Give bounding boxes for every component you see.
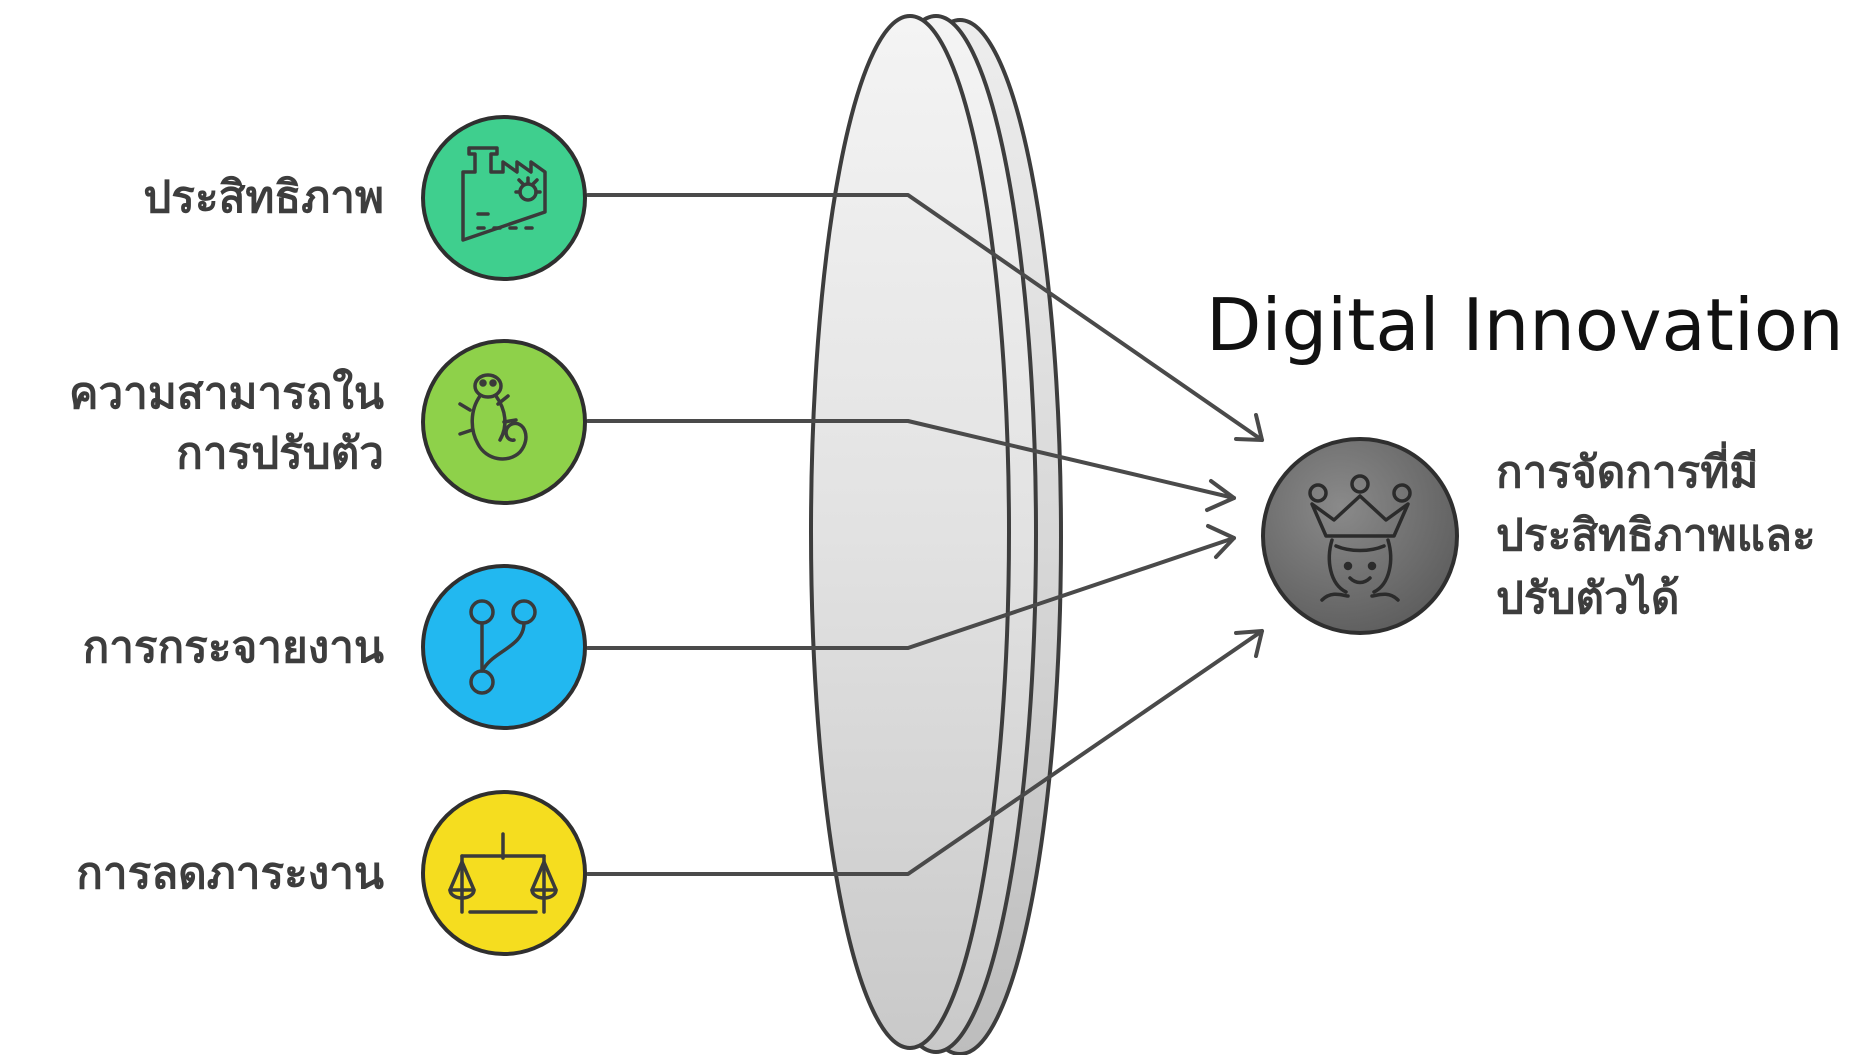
output-label: ปรับตัวได้ — [1496, 572, 1679, 624]
input-node-adaptability: ความสามารถใน การปรับตัว — [69, 339, 587, 505]
input-label: ประสิทธิภาพ — [143, 172, 384, 223]
output-label: ประสิทธิภาพและ — [1496, 510, 1816, 561]
input-circle — [421, 115, 587, 281]
diagram-title: Digital Innovation — [1206, 283, 1844, 367]
input-node-distribution: การกระจายงาน — [83, 564, 587, 730]
connectors — [586, 193, 1264, 876]
scale-icon — [448, 832, 558, 914]
output-label: การจัดการที่มี — [1496, 441, 1758, 498]
input-label: การกระจายงาน — [83, 622, 384, 673]
input-node-workload-reduction: การลดภาระงาน — [76, 790, 587, 956]
input-circle — [421, 790, 587, 956]
salamander-icon — [458, 373, 528, 461]
input-label: การปรับตัว — [176, 428, 384, 479]
lens — [809, 14, 1063, 1055]
output-node: การจัดการที่มี ประสิทธิภาพและ ปรับตัวได้ — [1261, 437, 1816, 635]
connector-3 — [586, 524, 1236, 650]
crowned-face-icon — [1308, 474, 1412, 602]
input-label: ความสามารถใน — [69, 367, 384, 419]
lens-front-disc — [809, 14, 1011, 1050]
input-circle — [421, 564, 587, 730]
input-label: การลดภาระงาน — [76, 848, 384, 899]
connector-2 — [586, 419, 1236, 512]
connector-1 — [586, 193, 1264, 442]
input-node-efficiency: ประสิทธิภาพ — [143, 115, 587, 281]
branch-icon — [469, 599, 537, 695]
factory-icon — [461, 146, 547, 242]
connector-4 — [586, 629, 1264, 876]
